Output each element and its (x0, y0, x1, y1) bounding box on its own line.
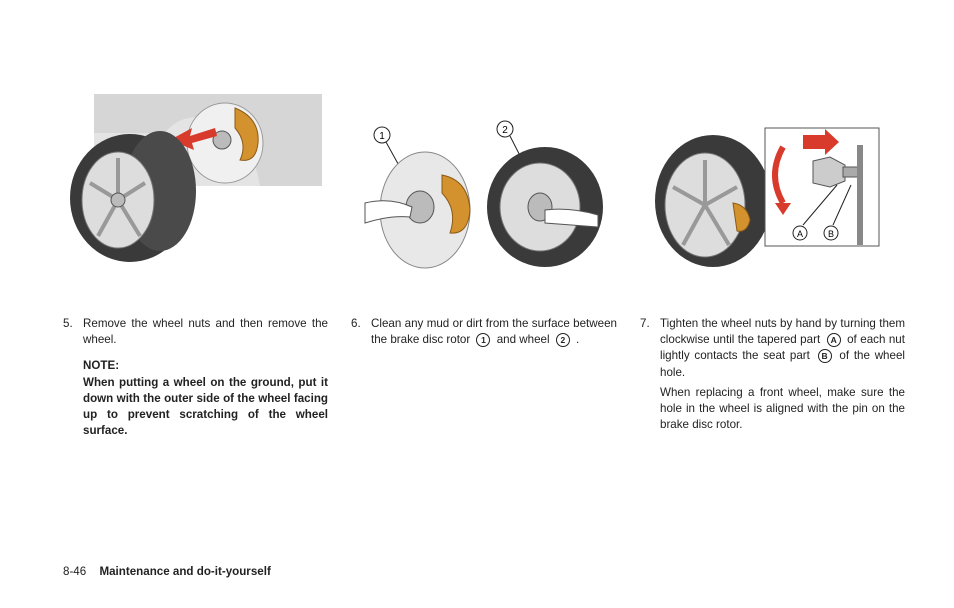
hub (857, 145, 863, 245)
hand-right (544, 208, 599, 228)
step-text: Tighten the wheel nuts by hand by turnin… (660, 317, 905, 379)
step-5: 5. Remove the wheel nuts and then remove… (63, 316, 328, 439)
marker-B: B (817, 349, 832, 364)
note-title: NOTE: (83, 359, 120, 373)
section-title: Maintenance and do-it-yourself (99, 565, 271, 578)
callout-2 (496, 120, 514, 138)
rotate-arrow-icon (772, 145, 786, 205)
caliper (234, 107, 259, 161)
step-text: Clean any mud or dirt from the surface b… (371, 317, 617, 348)
wheel-nut (812, 156, 846, 188)
figure-tighten-nuts: A B (655, 127, 880, 267)
callout-A (792, 225, 808, 241)
marker-A: A (826, 333, 841, 348)
step-6: 6. Clean any mud or dirt from the surfac… (351, 316, 617, 348)
figure-remove-wheel (70, 94, 322, 262)
step-number: 5. (63, 317, 73, 330)
step-number: 6. (351, 317, 361, 330)
step-6-column: 6. Clean any mud or dirt from the surfac… (351, 316, 617, 348)
svg-text:1: 1 (379, 131, 385, 142)
callout-B (823, 225, 839, 241)
marker-1: 1 (476, 333, 491, 348)
step-text: Remove the wheel nuts and then remove th… (83, 317, 328, 347)
svg-text:2: 2 (502, 125, 508, 136)
push-arrow-icon (803, 129, 839, 155)
step-5-column: 5. Remove the wheel nuts and then remove… (63, 316, 328, 439)
marker-2: 2 (555, 333, 570, 348)
hand-left (364, 200, 413, 224)
svg-text:A: A (797, 229, 803, 239)
step-7: 7. Tighten the wheel nuts by hand by tur… (640, 316, 905, 433)
figure-clean-surface: 1 2 (364, 120, 603, 269)
step-number: 7. (640, 317, 650, 330)
svg-text:B: B (828, 229, 834, 239)
page-footer: 8-46 Maintenance and do-it-yourself (63, 565, 271, 578)
caliper (441, 174, 471, 234)
step-7-column: 7. Tighten the wheel nuts by hand by tur… (640, 316, 905, 433)
step-note: When replacing a front wheel, make sure … (660, 385, 905, 432)
note-text: When putting a wheel on the ground, put … (83, 375, 328, 438)
caliper (732, 202, 751, 232)
callout-1 (373, 126, 391, 144)
page-number: 8-46 (63, 565, 87, 578)
